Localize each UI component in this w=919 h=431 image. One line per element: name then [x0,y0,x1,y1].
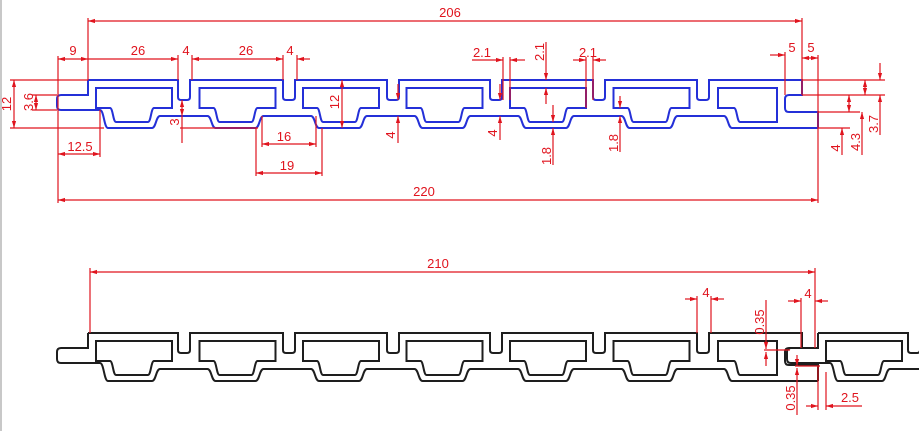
bottom-dimension-labels: 210 4 0.35 4 0.35 2.5 [427,256,859,411]
dim-label-26: 26 [131,43,145,58]
dim-label-4: 4 [804,286,811,301]
hollow-chamber [509,340,587,376]
hollow-chamber [302,340,380,376]
dim-label-4: 4 [485,129,500,136]
hollow-chamber [198,340,277,376]
dim-label-5: 5 [788,40,795,55]
hollow-chamber [198,87,277,123]
dim-label-12: 12 [327,95,342,109]
dim-label-26: 26 [239,43,253,58]
dim-label-12: 12 [0,97,14,111]
top-dimension-labels: 206 9 26 4 26 4 2.1 2.1 2.1 5 5 12 3.6 1… [0,5,881,199]
hollow-chamber [717,87,778,123]
dim-label-210: 210 [427,256,449,271]
dim-label-3: 3 [167,118,182,125]
dim-label-4-3: 4.3 [848,133,863,151]
profile-adjacent-board [786,332,919,382]
hollow-chamber [612,87,691,123]
dim-label-2-5: 2.5 [841,390,859,405]
profile-outline [56,333,818,382]
profile-outline [56,80,818,129]
dim-label-0-35: 0.35 [752,309,767,334]
dim-label-4: 4 [828,144,843,151]
dim-label-9: 9 [69,43,76,58]
hollow-chamber [509,87,587,123]
dim-label-3-6: 3.6 [21,93,36,111]
hollow-chamber [302,87,380,123]
dim-label-2-1: 2.1 [532,43,547,61]
profile-top-section [56,79,819,129]
hollow-chamber [405,340,484,376]
dim-label-16: 16 [277,129,291,144]
dim-label-5: 5 [807,40,814,55]
profile-outline [88,332,819,381]
profile-bottom-section [56,332,819,382]
window-edge [0,0,2,431]
top-dimension-lines [10,18,885,203]
hollow-chamber [825,340,903,376]
profile-outline [786,333,919,382]
bottom-dimension-lines [89,268,862,415]
dim-label-220: 220 [413,184,435,199]
dim-label-4: 4 [286,43,293,58]
dim-label-4: 4 [182,43,189,58]
dim-label-1-8: 1.8 [539,147,554,165]
profile-outline [88,79,819,128]
hollow-chamber [95,87,173,123]
dim-label-19: 19 [280,158,294,173]
dim-label-206: 206 [439,5,461,20]
dim-label-4: 4 [383,131,398,138]
dim-label-2-1: 2.1 [579,45,597,60]
dim-label-1-8: 1.8 [606,134,621,152]
dim-label-12-5: 12.5 [67,139,92,154]
hollow-chamber [405,87,484,123]
dim-label-4: 4 [702,285,709,300]
hollow-chamber [612,340,691,376]
dim-label-2-1: 2.1 [473,45,491,60]
dim-label-0-35: 0.35 [783,385,798,410]
dim-label-3-7: 3.7 [866,115,881,133]
hollow-chamber [95,340,173,376]
hollow-chamber [717,340,778,376]
